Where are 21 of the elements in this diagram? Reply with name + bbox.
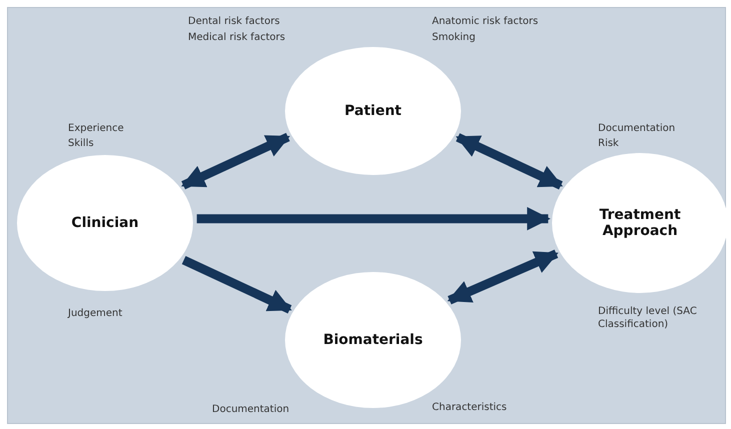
node-label: Patient: [344, 103, 402, 119]
factor-label: Medical risk factors: [188, 31, 286, 44]
factor-label: Documentation: [598, 122, 676, 135]
factor-label: Risk: [598, 137, 619, 150]
arrow: [196, 207, 550, 230]
arrow: [456, 133, 563, 190]
node-label: Treatment Approach: [598, 207, 682, 239]
node-label: Clinician: [71, 215, 139, 231]
factor-label: Judgement: [68, 307, 122, 320]
factor-label: Difficulty level (SAC Classification): [598, 305, 698, 331]
factor-label: Characteristics: [432, 401, 507, 414]
factor-label: Experience: [68, 122, 124, 135]
factor-label: Skills: [68, 137, 94, 150]
node-label: Biomaterials: [323, 332, 423, 348]
factor-label: Documentation: [212, 403, 290, 416]
factor-label: Smoking: [432, 31, 476, 44]
arrow: [181, 132, 290, 190]
factor-label: Dental risk factors: [188, 15, 280, 28]
arrow: [182, 256, 292, 314]
factor-label: Anatomic risk factors: [432, 15, 538, 28]
arrow: [447, 250, 558, 304]
